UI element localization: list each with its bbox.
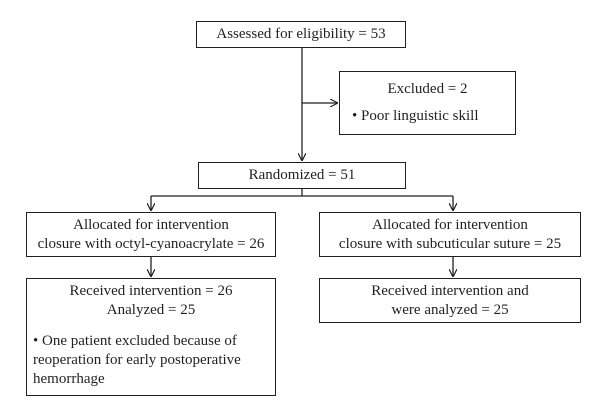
assessed-label: Assessed for eligibility = 53 — [216, 26, 386, 42]
left-note-line1: • One patient excluded because of — [33, 333, 237, 349]
left-received-box: Received intervention = 26 Analyzed = 25… — [26, 278, 276, 396]
right-allocation-line1: Allocated for intervention — [372, 217, 528, 233]
left-allocation-line1: Allocated for intervention — [73, 217, 229, 233]
left-note-line2: reoperation for early postoperative — [33, 352, 241, 368]
right-received-line2: were analyzed = 25 — [391, 302, 509, 318]
left-exclusion-note: • One patient excluded because of reoper… — [27, 332, 275, 389]
left-note-line3: hemorrhage — [33, 371, 105, 387]
left-allocation-box: Allocated for intervention closure with … — [26, 212, 276, 257]
assessed-box: Assessed for eligibility = 53 — [196, 21, 406, 48]
right-allocation-line2: closure with subcuticular suture = 25 — [338, 236, 562, 252]
right-received-line1: Received intervention and — [371, 283, 529, 299]
randomized-label: Randomized = 51 — [248, 167, 356, 183]
excluded-box: Excluded = 2 • Poor linguistic skill — [339, 71, 516, 135]
right-allocation-box: Allocated for intervention closure with … — [319, 212, 581, 257]
right-received-box: Received intervention and were analyzed … — [319, 278, 581, 323]
excluded-reason: • Poor linguistic skill — [352, 108, 479, 124]
left-received-line1: Received intervention = 26 — [69, 283, 233, 299]
left-analyzed-line: Analyzed = 25 — [106, 302, 196, 318]
left-allocation-line2: closure with octyl-cyanoacrylate = 26 — [37, 236, 265, 252]
randomized-box: Randomized = 51 — [198, 162, 406, 189]
excluded-title: Excluded = 2 — [387, 81, 468, 97]
